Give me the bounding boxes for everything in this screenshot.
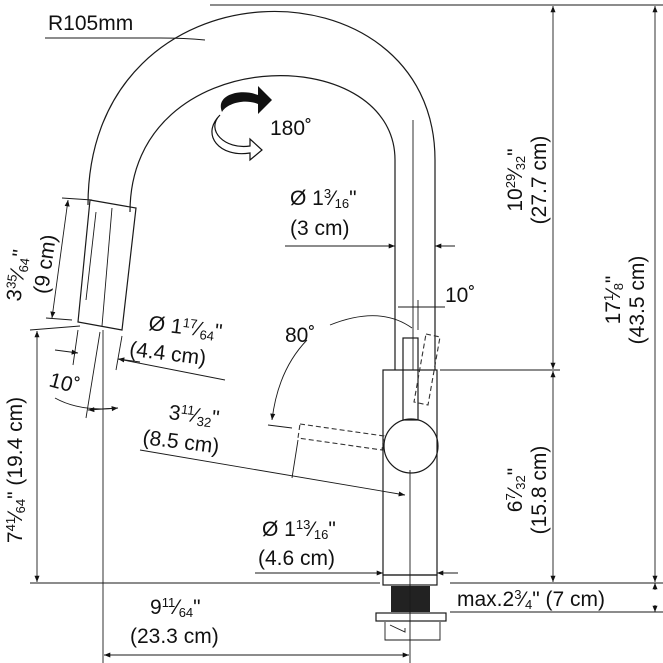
dimension-numerator: 1 [601, 294, 616, 301]
dimension-metric: (23.3 cm) [130, 625, 219, 648]
faucet-outline [77, 10, 447, 641]
dimension-denominator: 32 [513, 156, 528, 170]
dimension-text: 67⁄32" [503, 468, 528, 512]
dimension-whole: 2 [503, 588, 515, 611]
dimension-prefix: max. [457, 588, 503, 611]
dimension-metric: (4.4 cm) [128, 338, 207, 370]
dimension-text: (15.8 cm) [528, 446, 551, 535]
dim-body-diameter: Ø 113⁄16" (4.6 cm) [258, 517, 336, 570]
dimension-text: 741⁄64" (19.4 cm) [3, 397, 28, 543]
dimension-lines [29, 4, 663, 663]
dimension-denominator: 8 [611, 283, 626, 290]
dimension-metric: (19.4 cm) [4, 397, 27, 486]
dim-deck-thickness: max.23⁄4" (7 cm) [457, 587, 605, 612]
dimension-metric: (43.5 cm) [626, 256, 649, 345]
dimension-whole: 6 [504, 501, 527, 513]
dimension-text: 171⁄8" [601, 276, 626, 325]
inch-mark: " [193, 596, 200, 619]
dimension-numerator: 3 [324, 186, 331, 201]
dimension-whole: 17 [602, 301, 625, 324]
dimension-whole: 1 [284, 518, 296, 541]
dimension-whole: 7 [4, 531, 27, 543]
inch-mark: " [328, 518, 335, 541]
dimension-metric: (3 cm) [290, 217, 350, 240]
dimension-whole: 1 [312, 187, 324, 210]
dimension-text: (43.5 cm) [626, 256, 649, 345]
dimension-numerator: 29 [503, 174, 518, 188]
dimension-numerator: 17 [182, 315, 198, 332]
dimension-prefix: Ø [147, 312, 172, 338]
dimension-whole: 3 [3, 288, 27, 303]
dimension-metric: (7 cm) [546, 588, 606, 611]
radius-label: R105mm [48, 12, 133, 35]
dimension-numerator: 13 [296, 517, 310, 532]
dimension-denominator: 64 [13, 499, 28, 513]
dim-lever-length: 311⁄32" (8.5 cm) [141, 400, 220, 458]
dim-total-height: 171⁄8" (43.5 cm) [601, 256, 649, 345]
inch-mark: " [210, 406, 220, 430]
dim-upper-height: 1029⁄32" (27.7 cm) [503, 136, 551, 225]
inch-mark: " [9, 248, 33, 259]
dimension-text: Ø 117⁄64" [147, 311, 223, 345]
dimension-text: (27.7 cm) [528, 136, 551, 225]
dimension-numerator: 35 [3, 273, 20, 289]
dim-spray-head-diameter: Ø 117⁄64" (4.4 cm) [128, 311, 223, 370]
dimension-denominator: 16 [335, 196, 349, 211]
dimension-numerator: 7 [503, 493, 518, 500]
rotation-label: 180˚ [270, 117, 312, 140]
rotation-arrow-icon [211, 86, 272, 162]
inch-mark: " [532, 588, 539, 611]
dimension-metric: (27.7 cm) [528, 136, 551, 225]
dimension-denominator: 64 [16, 257, 33, 273]
dim-reach: 911⁄64" (23.3 cm) [130, 595, 219, 648]
dimension-denominator: 32 [196, 414, 212, 431]
dimension-denominator: 32 [513, 475, 528, 489]
dimension-numerator: 41 [3, 517, 18, 531]
threaded-shank [391, 586, 430, 612]
dimension-denominator: 64 [199, 327, 215, 344]
dimension-denominator: 4 [525, 597, 532, 612]
dim-pipe-diameter: Ø 13⁄16" (3 cm) [290, 186, 357, 240]
dimension-denominator: 64 [179, 605, 193, 620]
dim-spout-height: 741⁄64" (19.4 cm) [3, 397, 28, 543]
dimension-text: (4.6 cm) [258, 547, 335, 570]
dimension-whole: 3 [168, 401, 182, 425]
dimension-text: 335⁄64" [2, 248, 34, 303]
dimension-text: max.23⁄4" (7 cm) [457, 587, 605, 612]
dimension-text: (3 cm) [290, 217, 350, 240]
spray-tilt-angle: 10˚ [47, 369, 82, 399]
inch-mark: " [504, 468, 527, 475]
dimension-numerator: 3 [514, 587, 521, 602]
dimension-prefix: Ø [262, 518, 284, 541]
dimension-metric: (8.5 cm) [141, 426, 220, 458]
dimension-text: Ø 13⁄16" [290, 186, 357, 211]
dimension-metric: (15.8 cm) [528, 446, 551, 535]
dimension-text: (8.5 cm) [141, 426, 220, 458]
dimension-whole: 10 [504, 188, 527, 211]
dimension-text: (23.3 cm) [130, 625, 219, 648]
dim-body-height: 67⁄32" (15.8 cm) [503, 446, 551, 535]
inch-mark: " [349, 187, 356, 210]
dim-spray-head-length: 335⁄64" (9 cm) [2, 233, 61, 303]
dimension-text: Ø 113⁄16" [262, 517, 336, 542]
inch-mark: " [504, 148, 527, 155]
dimension-metric: (4.6 cm) [258, 547, 335, 570]
inch-mark: " [4, 491, 27, 498]
dimension-whole: 1 [169, 315, 183, 339]
dimension-text: 311⁄32" [167, 400, 220, 431]
lever-tilt-angle: 10˚ [445, 284, 475, 307]
dimension-numerator: 11 [162, 595, 176, 610]
dimension-numerator: 11 [180, 402, 195, 419]
dimension-prefix: Ø [290, 187, 312, 210]
dimension-text: (4.4 cm) [128, 338, 207, 370]
dimension-whole: 9 [150, 596, 162, 619]
dimension-text: 1029⁄32" [503, 148, 528, 211]
lever-swing-angle: 80˚ [285, 324, 315, 347]
dimension-text: 911⁄64" [150, 595, 201, 620]
dimension-denominator: 16 [314, 527, 328, 542]
inch-mark: " [213, 320, 223, 344]
inch-mark: " [602, 276, 625, 283]
